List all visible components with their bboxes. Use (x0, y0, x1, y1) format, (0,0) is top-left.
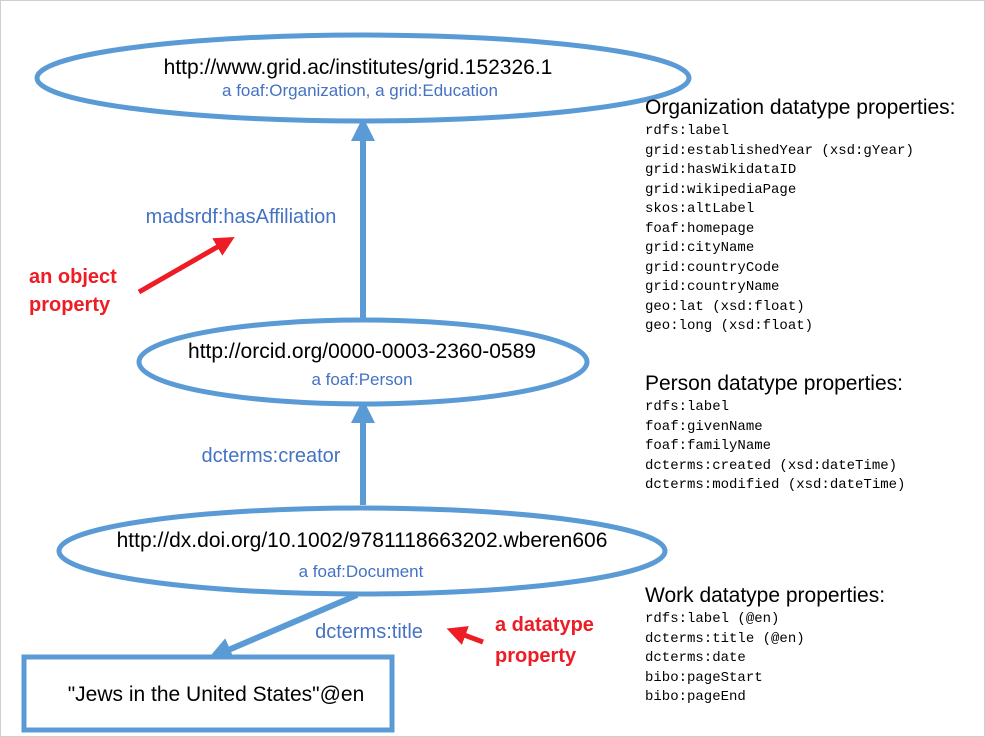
datatype-property-pointer (446, 626, 484, 645)
person-properties-panel: Person datatype properties: rdfs:label f… (645, 371, 905, 496)
organization-type: a foaf:Organization, a grid:Education (222, 81, 498, 100)
person-uri: http://orcid.org/0000-0003-2360-0589 (188, 340, 536, 363)
organization-properties-heading: Organization datatype properties: (645, 96, 956, 119)
property-item: grid:cityName (645, 240, 755, 256)
property-item: dcterms:created (xsd:dateTime) (645, 457, 898, 474)
work-properties-panel: Work datatype properties: rdfs:label (@e… (645, 583, 885, 708)
work-properties-list: rdfs:label (@en) dcterms:title (@en) dct… (645, 610, 885, 708)
property-item: grid:hasWikidataID (645, 162, 797, 178)
property-item: foaf:givenName (645, 418, 763, 435)
title-arrow (207, 592, 359, 661)
property-item: grid:wikipediaPage (645, 181, 797, 198)
document-type: a foaf:Document (299, 562, 424, 581)
property-item: rdfs:label (@en) (645, 611, 780, 627)
property-item: dcterms:date (645, 650, 746, 666)
object-property-annotation-line2: property (29, 294, 111, 316)
property-item: grid:countryName (645, 279, 780, 295)
has-affiliation-label: madsrdf:hasAffiliation (146, 206, 337, 228)
property-item: foaf:familyName (645, 438, 772, 454)
person-properties-heading: Person datatype properties: (645, 372, 903, 395)
property-item: grid:establishedYear (xsd:gYear) (645, 142, 914, 159)
literal-value: "Jews in the United States"@en (68, 683, 365, 706)
work-properties-heading: Work datatype properties: (645, 584, 886, 607)
property-item: foaf:homepage (645, 220, 755, 237)
organization-uri: http://www.grid.ac/institutes/grid.15232… (164, 56, 553, 79)
person-properties-list: rdfs:label foaf:givenName foaf:familyNam… (645, 398, 905, 496)
title-label: dcterms:title (315, 621, 423, 643)
person-type: a foaf:Person (311, 370, 412, 389)
datatype-property-annotation-line1: a datatype (495, 614, 594, 636)
property-item: grid:countryCode (645, 259, 780, 276)
datatype-property-annotation-line2: property (495, 645, 577, 667)
property-item: dcterms:title (@en) (645, 630, 805, 647)
document-node: http://dx.doi.org/10.1002/9781118663202.… (56, 505, 668, 597)
property-item: rdfs:label (645, 399, 730, 415)
organization-properties-panel: Organization datatype properties: rdfs:l… (645, 95, 956, 337)
property-item: bibo:pageStart (645, 669, 763, 686)
object-property-pointer (137, 237, 235, 295)
property-item: bibo:pageEnd (645, 689, 746, 705)
property-item: skos:altLabel (645, 201, 755, 217)
literal-node: "Jews in the United States"@en (21, 654, 395, 733)
object-property-annotation-line1: an object (29, 266, 117, 288)
organization-node: http://www.grid.ac/institutes/grid.15232… (34, 32, 692, 124)
organization-properties-list: rdfs:label grid:establishedYear (xsd:gYe… (645, 122, 956, 337)
property-item: dcterms:modified (xsd:dateTime) (645, 477, 906, 493)
property-item: geo:lat (xsd:float) (645, 298, 805, 315)
document-uri: http://dx.doi.org/10.1002/9781118663202.… (117, 529, 608, 552)
creator-label: dcterms:creator (202, 445, 341, 467)
property-item: rdfs:label (645, 123, 730, 139)
person-node: http://orcid.org/0000-0003-2360-0589 a f… (136, 317, 590, 407)
property-item: geo:long (xsd:float) (645, 318, 814, 334)
